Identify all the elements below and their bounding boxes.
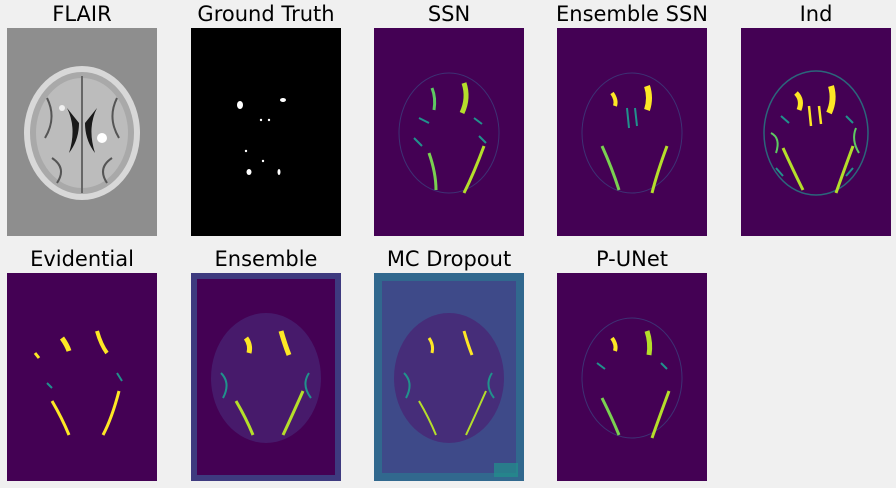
evidential-heatmap [7,273,157,481]
panel-title: P-UNet [595,247,668,271]
flair-image [7,28,157,236]
ensemble-heatmap [191,273,341,481]
mc-dropout-heatmap [374,273,524,481]
panel-title: Ensemble SSN [555,2,709,26]
ssn-heatmap [374,28,524,236]
panel-title: Ground Truth [197,2,335,26]
ensemble-ssn-heatmap [557,28,707,236]
panel-title: Evidential [30,247,134,271]
panel-title: FLAIR [52,2,112,26]
panel-title: MC Dropout [386,247,512,271]
p-unet-heatmap [557,273,707,481]
panel-title: Ind [799,2,833,26]
panel-title: Ensemble [214,247,318,271]
ind-heatmap [741,28,891,236]
panel-title: SSN [427,2,471,26]
ground-truth-mask [191,28,341,236]
